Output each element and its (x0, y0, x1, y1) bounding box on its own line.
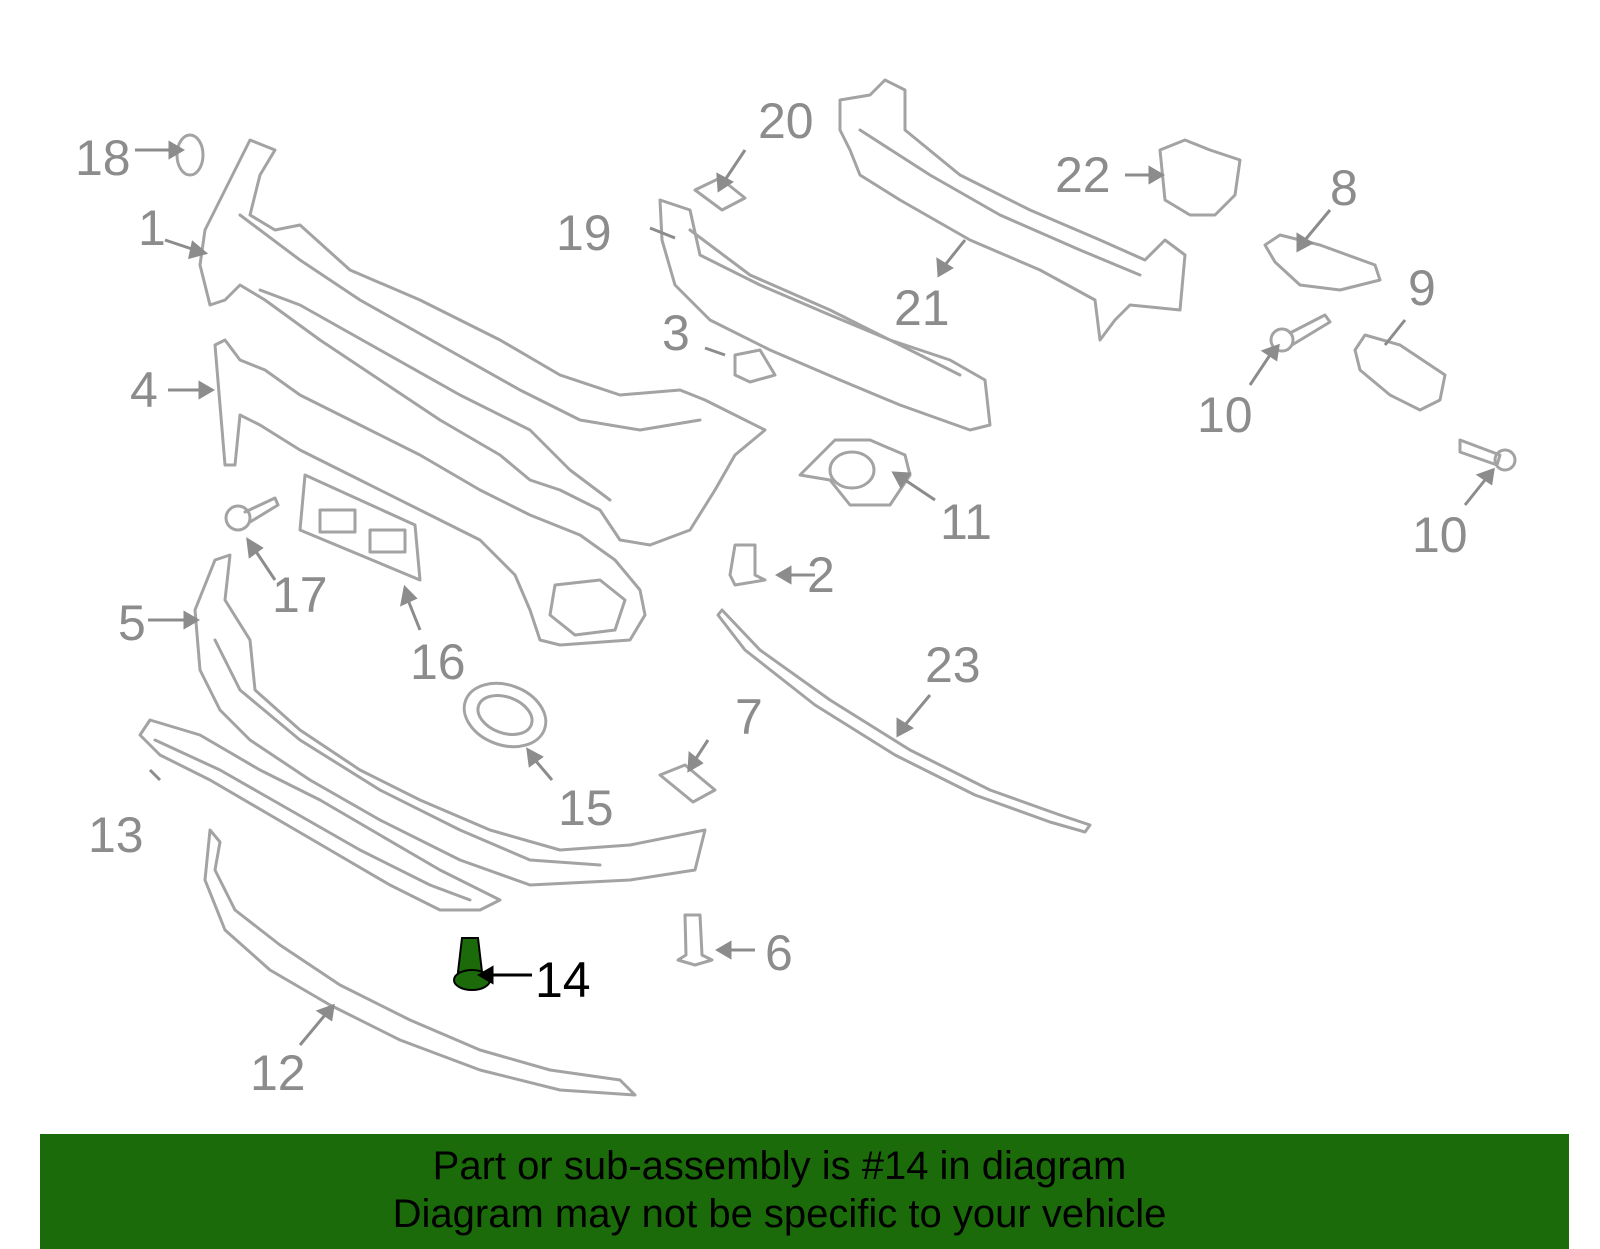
part-2-pin (728, 543, 767, 587)
parts-diagram (135, 78, 1517, 1097)
part-15-bezel (462, 681, 548, 749)
callout-12: 12 (250, 1045, 306, 1101)
part-18-clip (175, 133, 205, 177)
callout-10-upper: 10 (1197, 387, 1253, 443)
part-19-absorber (658, 198, 992, 432)
part-6-pin (676, 913, 714, 967)
banner-line-2: Diagram may not be specific to your vehi… (392, 1192, 1167, 1236)
callout-9: 9 (1408, 260, 1436, 316)
part-17-screw (224, 496, 280, 532)
callout-16: 16 (410, 634, 466, 690)
part-10-screw-a (1269, 313, 1332, 353)
callout-14: 14 (535, 952, 591, 1008)
part-16-plate-bracket (298, 473, 422, 582)
callout-5: 5 (118, 595, 146, 651)
callout-6: 6 (765, 925, 793, 981)
callout-8: 8 (1330, 160, 1358, 216)
banner-line-1: Part or sub-assembly is #14 in diagram (432, 1144, 1127, 1188)
part-7-nut (658, 763, 717, 804)
callout-22: 22 (1055, 147, 1111, 203)
part-3-clip (733, 348, 777, 384)
callout-2: 2 (807, 547, 835, 603)
callout-4: 4 (130, 362, 158, 418)
part-5-absorber (193, 553, 707, 887)
part-21-reinforcement (838, 78, 1187, 342)
part-8-bracket (1263, 233, 1382, 292)
callout-23: 23 (925, 637, 981, 693)
callout-10-lower: 10 (1412, 507, 1468, 563)
info-banner: Part or sub-assembly is #14 in diagram D… (40, 1134, 1569, 1249)
callout-19: 19 (556, 205, 612, 261)
part-10-bolt-b (1458, 438, 1517, 472)
callout-1: 1 (138, 200, 166, 256)
callout-3: 3 (662, 305, 690, 361)
part-22-bracket (1158, 138, 1242, 217)
callout-20: 20 (758, 93, 814, 149)
callout-21: 21 (894, 280, 950, 336)
callout-17: 17 (272, 567, 328, 623)
part-1-bumper-cover (198, 138, 767, 547)
callout-18: 18 (75, 130, 131, 186)
part-9-bracket (1353, 333, 1447, 412)
part-13-valance (138, 718, 502, 912)
part-14-highlighted-pin (453, 937, 491, 991)
callout-15: 15 (558, 780, 614, 836)
callout-11: 11 (940, 494, 992, 550)
part-20-nut (693, 176, 747, 212)
callout-7: 7 (735, 689, 763, 745)
part-4-lower-grille (213, 338, 647, 647)
part-12-strip (203, 828, 637, 1097)
callout-13: 13 (88, 807, 144, 863)
part-23-molding (716, 608, 1092, 834)
